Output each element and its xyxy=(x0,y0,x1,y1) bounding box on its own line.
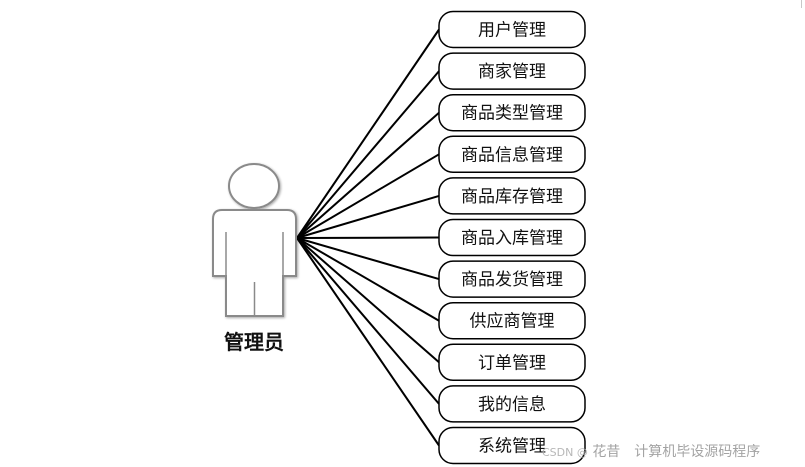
use-case-box: 供应商管理 xyxy=(438,301,586,340)
use-case-label: 用户管理 xyxy=(478,21,546,41)
association-line xyxy=(296,236,440,239)
use-case-label: 供应商管理 xyxy=(470,312,555,332)
use-case-label: 商品发货管理 xyxy=(461,270,563,290)
use-case-shape xyxy=(438,218,586,257)
use-case-shape xyxy=(438,301,586,340)
use-case-box: 商品入库管理 xyxy=(438,218,586,257)
association-lines xyxy=(296,28,440,447)
use-case-box: 商品信息管理 xyxy=(438,135,586,174)
use-case-shape xyxy=(438,93,586,132)
actor-body xyxy=(212,209,297,317)
use-case-box: 商品类型管理 xyxy=(438,93,586,132)
use-case-label: 商品类型管理 xyxy=(461,104,563,124)
use-case-shape xyxy=(438,135,586,174)
actor-head xyxy=(228,163,280,209)
association-line xyxy=(296,237,440,364)
association-line xyxy=(296,153,440,239)
watermark-prefix: CSDN @ xyxy=(542,446,588,459)
use-case-label: 商品入库管理 xyxy=(461,229,563,249)
use-case-shape xyxy=(438,10,586,49)
use-case-box: 商品库存管理 xyxy=(438,177,586,215)
association-line xyxy=(296,237,440,322)
use-case-box: 我的信息 xyxy=(438,385,586,423)
association-line xyxy=(296,237,440,281)
use-case-box: 订单管理 xyxy=(438,343,586,382)
use-case-list: 用户管理商家管理商品类型管理商品信息管理商品库存管理商品入库管理商品发货管理供应… xyxy=(438,10,586,465)
corner-tick xyxy=(801,0,802,8)
use-case-label: 商品库存管理 xyxy=(461,187,563,207)
person-icon xyxy=(212,163,297,317)
use-case-label: 商家管理 xyxy=(478,62,546,82)
use-case-shape xyxy=(438,426,586,465)
association-line xyxy=(296,70,440,239)
actor-label: 管理员 xyxy=(224,330,284,354)
association-line xyxy=(296,111,440,239)
watermark-text: 花昔 计算机毕设源码程序 xyxy=(592,444,761,460)
use-case-shape xyxy=(438,343,586,382)
use-case-shape xyxy=(438,385,586,423)
use-case-shape xyxy=(438,52,586,90)
use-case-label: 系统管理 xyxy=(478,437,546,457)
use-case-box: 用户管理 xyxy=(438,10,586,49)
association-line xyxy=(296,237,440,405)
use-case-shape xyxy=(438,177,586,215)
use-case-shape xyxy=(438,260,586,298)
use-case-box: 商家管理 xyxy=(438,52,586,90)
use-case-label: 商品信息管理 xyxy=(461,145,563,165)
association-line xyxy=(296,237,440,447)
use-case-label: 订单管理 xyxy=(478,353,546,373)
association-line xyxy=(296,28,440,239)
use-case-box: 系统管理 xyxy=(438,426,586,465)
use-case-box: 商品发货管理 xyxy=(438,260,586,298)
watermark: CSDN @ 花昔 计算机毕设源码程序 xyxy=(542,441,760,461)
use-case-label: 我的信息 xyxy=(478,395,546,415)
association-line xyxy=(296,194,440,239)
